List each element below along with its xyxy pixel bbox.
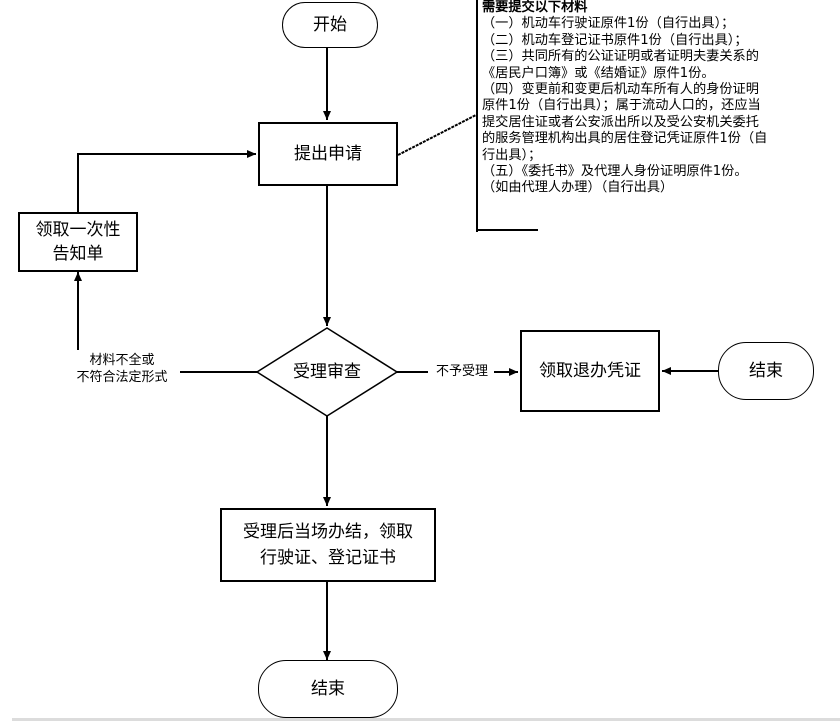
note-bracket-stub	[476, 229, 538, 231]
review-text: 受理审查	[293, 362, 361, 382]
note-line: 原件1份（自行出具）；属于流动人口的，还应当	[482, 98, 761, 114]
materials-note: 需要提交以下材料 （一）机动车行驶证原件1份（自行出具）； （二）机动车登记证书…	[476, 0, 838, 232]
note-line: （五）《委托书》及代理人身份证明原件1份。	[482, 164, 748, 180]
note-line: （二）机动车登记证书原件1份（自行出具）；	[482, 32, 748, 48]
end-right-node: 结束	[718, 342, 814, 400]
review-label: 受理审查	[280, 360, 374, 384]
end-right-label: 结束	[749, 361, 783, 381]
incomplete-label-2: 不符合法定形式	[76, 370, 168, 385]
refund-voucher-node: 领取退办凭证	[520, 330, 660, 412]
notice-label-2: 告知单	[52, 244, 104, 264]
note-line: （三）共同所有的公证证明或者证明夫妻关系的	[482, 49, 759, 65]
notice-label-1: 领取一次性	[35, 220, 121, 240]
refund-voucher-label: 领取退办凭证	[539, 361, 641, 381]
rejected-text: 不予受理	[435, 364, 488, 379]
end-bottom-node: 结束	[258, 660, 398, 718]
note-line: （一）机动车行驶证原件1份（自行出具）；	[482, 16, 735, 32]
apply-node: 提出申请	[258, 122, 398, 186]
end-bottom-label: 结束	[311, 679, 345, 699]
note-line: 行出具）；	[482, 147, 542, 163]
note-line: 需要提交以下材料	[482, 0, 588, 15]
note-line: 的服务管理机构出具的居住登记凭证原件1份（自	[482, 131, 768, 147]
incomplete-label: 材料不全或 不符合法定形式	[62, 352, 182, 386]
note-line: 《居民户口簿》或《结婚证》原件1份。	[482, 65, 715, 81]
start-label: 开始	[313, 15, 347, 35]
note-connector	[397, 114, 477, 156]
apply-label: 提出申请	[294, 144, 362, 164]
incomplete-label-1: 材料不全或	[89, 353, 155, 368]
note-line: （四）变更前和变更后机动车所有人的身份证明	[482, 82, 759, 98]
complete-label-1: 受理后当场办结，领取	[243, 522, 413, 542]
rejected-label: 不予受理	[429, 363, 495, 380]
bottom-divider	[12, 718, 840, 721]
complete-node: 受理后当场办结，领取 行驶证、登记证书	[220, 508, 436, 582]
edge-notice-apply	[77, 150, 256, 212]
review-diamond	[255, 327, 399, 417]
notice-node: 领取一次性 告知单	[18, 212, 138, 272]
complete-label-2: 行驶证、登记证书	[260, 548, 396, 568]
note-line: 提交居住证或者公安派出所以及受公安机关委托	[482, 114, 759, 130]
note-line: （如由代理人办理）（自行出具）	[482, 180, 674, 196]
start-node: 开始	[282, 2, 378, 48]
